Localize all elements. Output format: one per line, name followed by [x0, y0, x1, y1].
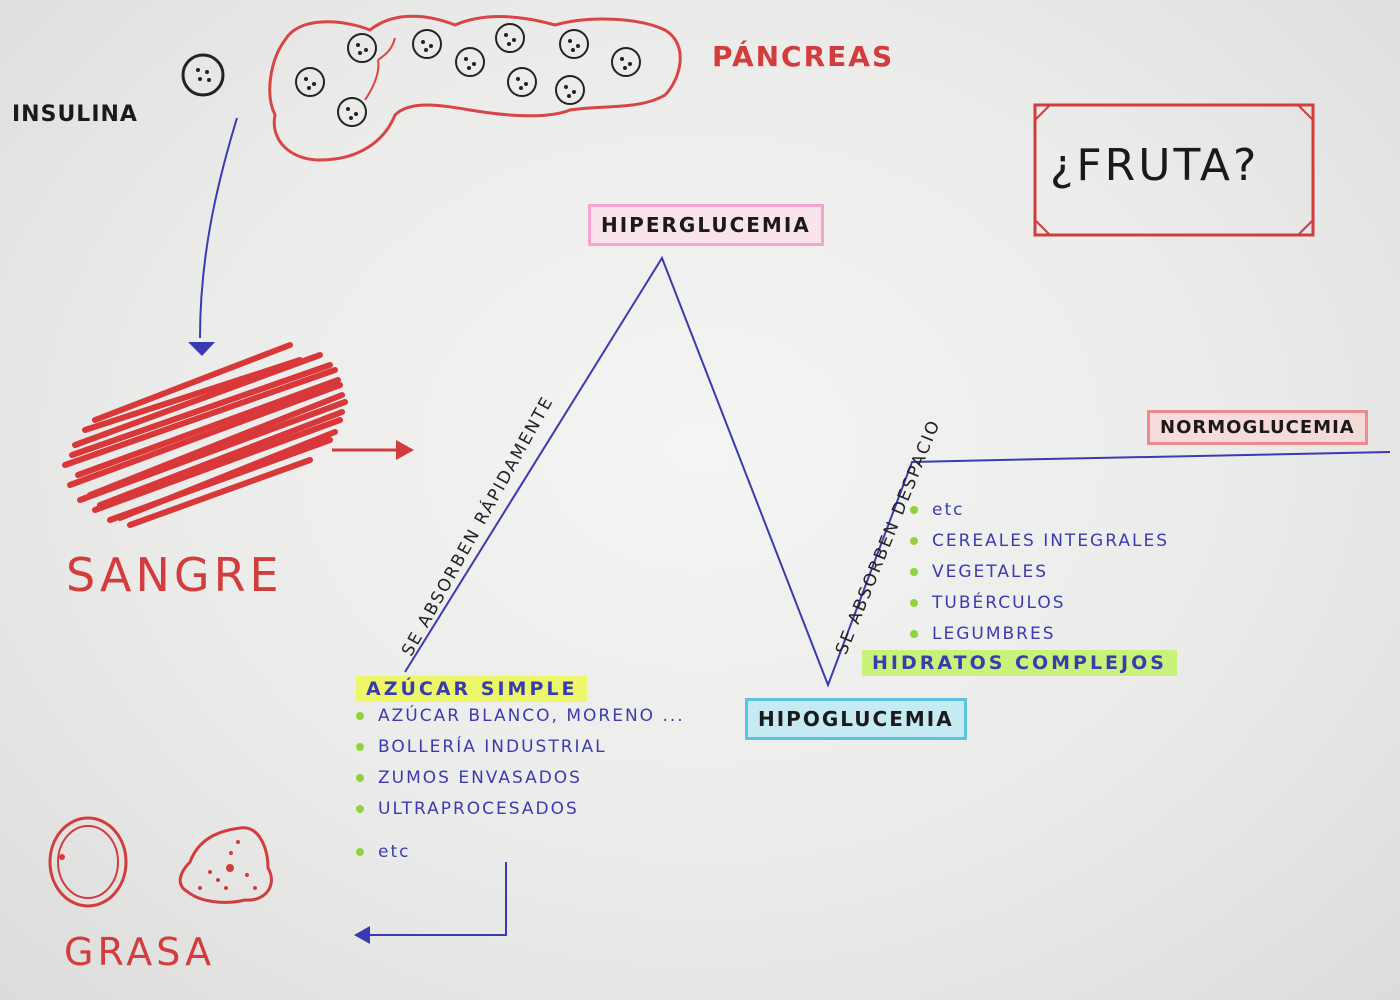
bullet-icon	[910, 506, 918, 514]
hypoglycemia-label: HIPOGLUCEMIA	[745, 698, 967, 740]
list-item: ULTRAPROCESADOS	[356, 794, 685, 825]
bullet-icon	[910, 537, 918, 545]
glucose-curve	[404, 255, 1391, 688]
list-item: LEGUMBRES	[910, 619, 1169, 650]
insulin-cell	[181, 53, 225, 97]
fruta-box	[1033, 103, 1315, 237]
list-item: BOLLERÍA INDUSTRIAL	[356, 732, 685, 763]
grasa-label: GRASA	[64, 930, 216, 974]
pancreas-outline	[268, 14, 682, 162]
normoglycemia-label: NORMOGLUCEMIA	[1147, 410, 1368, 445]
bullet-icon	[356, 743, 364, 751]
pancreas-duct	[364, 37, 396, 101]
bullet-icon	[910, 599, 918, 607]
sangre-label: SANGRE	[66, 548, 283, 602]
fat-return-arrow-head	[354, 926, 370, 944]
insulin-label: INSULINA	[12, 102, 138, 127]
simple-sugar-title: AZÚCAR SIMPLE	[356, 676, 588, 702]
hyperglycemia-label: HIPERGLUCEMIA	[588, 204, 824, 246]
blood-arrow-head	[396, 440, 414, 460]
insulin-arrow-head	[188, 342, 215, 356]
blood-scribble	[62, 342, 348, 528]
complex-carbs-title: HIDRATOS COMPLEJOS	[862, 650, 1177, 676]
bullet-icon	[910, 630, 918, 638]
pancreas-cell	[412, 29, 442, 59]
list-item: CEREALES INTEGRALES	[910, 526, 1169, 557]
pancreas-cell	[495, 23, 525, 53]
bullet-icon	[356, 848, 364, 856]
list-item: ZUMOS ENVASADOS	[356, 763, 685, 794]
bullet-icon	[356, 774, 364, 782]
list-item: TUBÉRCULOS	[910, 588, 1169, 619]
pancreas-label: PÁNCREAS	[712, 40, 895, 73]
pancreas-cells	[295, 23, 641, 127]
pancreas-cell	[507, 67, 537, 97]
bullet-icon	[356, 712, 364, 720]
bullet-icon	[910, 568, 918, 576]
fat-return-arrow	[365, 862, 507, 936]
pancreas-cell	[559, 29, 589, 59]
fruta-question: ¿FRUTA?	[1050, 140, 1260, 191]
simple-sugar-list: AZÚCAR BLANCO, MORENO ... BOLLERÍA INDUS…	[356, 701, 685, 868]
complex-carbs-list: etc CEREALES INTEGRALES VEGETALES TUBÉRC…	[910, 495, 1169, 650]
bullet-icon	[356, 805, 364, 813]
pancreas-cell	[555, 75, 585, 105]
list-item: etc	[910, 495, 1169, 526]
fat-cell-round	[48, 816, 128, 908]
list-item: AZÚCAR BLANCO, MORENO ...	[356, 701, 685, 732]
fat-cell-blob	[178, 826, 273, 904]
pancreas-cell	[455, 47, 485, 77]
list-item: VEGETALES	[910, 557, 1169, 588]
pancreas-cell	[347, 33, 377, 63]
insulin-arrow	[199, 117, 238, 339]
list-item: etc	[356, 837, 685, 868]
pancreas-cell	[337, 97, 367, 127]
pancreas-cell	[611, 47, 641, 77]
pancreas-cell	[295, 67, 325, 97]
